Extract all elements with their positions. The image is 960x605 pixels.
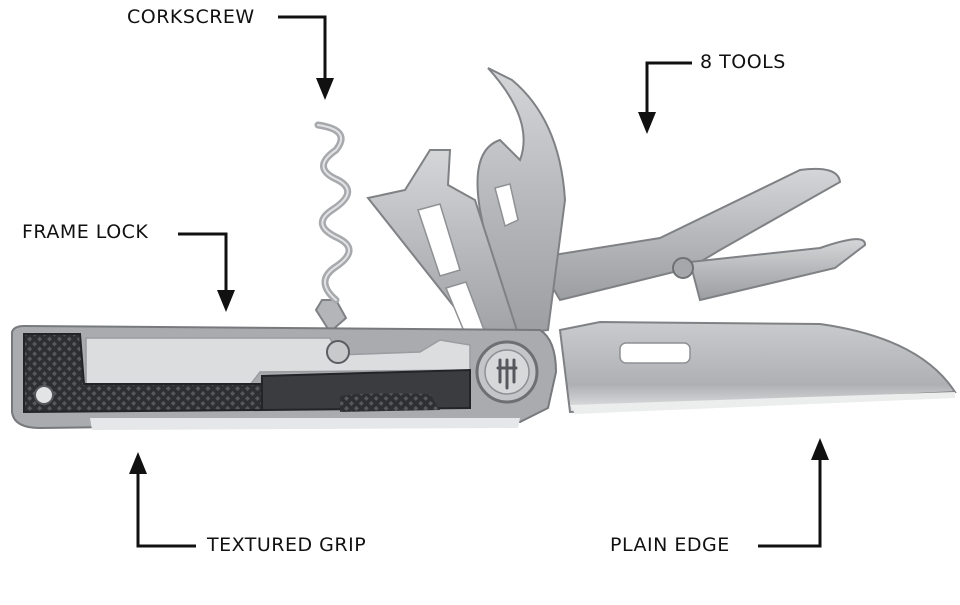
frame-lock-callout-arrow <box>178 232 235 312</box>
corkscrew-label: CORKSCREW <box>127 6 255 28</box>
eight-tools-label: 8 TOOLS <box>700 51 786 73</box>
plain-edge-label: PLAIN EDGE <box>610 534 730 556</box>
bottle-opener-icon <box>476 67 567 337</box>
corkscrew-icon <box>314 121 353 334</box>
scissors-icon <box>533 167 866 302</box>
frame-lock-label: FRAME LOCK <box>22 221 149 243</box>
textured-grip-label: TEXTURED GRIP <box>207 534 367 556</box>
textured-grip-panel <box>23 333 471 414</box>
textured-grip-callout-arrow <box>129 452 196 548</box>
corkscrew-callout-arrow <box>278 15 334 100</box>
eight-tools-callout-arrow <box>638 61 692 134</box>
pivot-logo-icon <box>475 340 539 404</box>
plain-edge-callout-arrow <box>758 438 829 548</box>
knife-blade-icon <box>558 320 957 414</box>
